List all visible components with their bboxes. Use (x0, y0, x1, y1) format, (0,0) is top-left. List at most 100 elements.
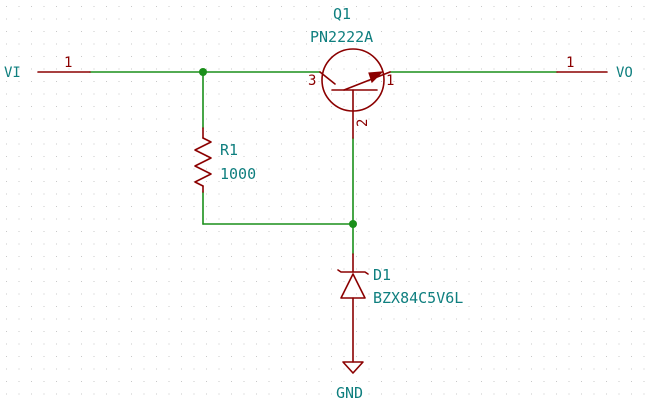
grid-dot (281, 281, 282, 282)
grid-dot (643, 231, 645, 232)
grid-dot (356, 256, 357, 257)
grid-dot (43, 131, 45, 132)
grid-dot (256, 393, 257, 395)
grid-dot (231, 306, 232, 307)
grid-dot (193, 243, 195, 245)
grid-dot (618, 181, 620, 182)
grid-dot (18, 143, 20, 145)
grid-dot (531, 43, 532, 45)
grid-dot (506, 318, 507, 320)
grid-dot (193, 306, 195, 307)
grid-dot (93, 393, 95, 395)
grid-dot (256, 18, 257, 20)
grid-dot (93, 156, 95, 157)
grid-dot (31, 81, 32, 82)
grid-dot (556, 368, 557, 370)
grid-dot (631, 243, 632, 245)
grid-dot (456, 331, 457, 332)
grid-dot (543, 93, 545, 95)
grid-dot (168, 181, 170, 182)
grid-dot (43, 168, 45, 170)
grid-dot (81, 93, 82, 95)
grid-dot (543, 281, 545, 282)
grid-dot (293, 331, 295, 332)
grid-dot (381, 306, 382, 307)
grid-dot (18, 106, 20, 107)
grid-dot (331, 256, 332, 257)
grid-dot (231, 381, 232, 382)
grid-dot (468, 181, 470, 182)
grid-dot (381, 6, 382, 7)
grid-dot (556, 306, 557, 307)
grid-dot (318, 256, 320, 257)
grid-dot (293, 281, 295, 282)
grid-dot (318, 356, 320, 357)
grid-dot (318, 81, 320, 82)
grid-dot (556, 31, 557, 32)
grid-dot (181, 156, 182, 157)
grid-dot (268, 118, 270, 120)
grid-dot (393, 18, 395, 20)
grid-dot (431, 56, 432, 57)
grid-dot (493, 106, 495, 107)
grid-dot (431, 143, 432, 145)
grid-dot (68, 131, 70, 132)
grid-dot (268, 268, 270, 270)
grid-dot (593, 218, 595, 220)
grid-dot (31, 281, 32, 282)
grid-dot (56, 381, 57, 382)
grid-dot (481, 118, 482, 120)
grid-dot (368, 143, 370, 145)
grid-dot (318, 18, 320, 20)
grid-dot (518, 93, 520, 95)
grid-dot (456, 381, 457, 382)
grid-dot (306, 156, 307, 157)
grid-dot (581, 143, 582, 145)
grid-dot (356, 143, 357, 145)
grid-dot (506, 381, 507, 382)
grid-dot (318, 131, 320, 132)
grid-dot (118, 81, 120, 82)
grid-dot (381, 81, 382, 82)
grid-dot (218, 218, 220, 220)
grid-dot (31, 356, 32, 357)
grid-dot (156, 118, 157, 120)
grid-dot (118, 43, 120, 45)
grid-dot (468, 93, 470, 95)
grid-dot (231, 56, 232, 57)
grid-dot (68, 168, 70, 170)
grid-dot (506, 356, 507, 357)
grid-dot (106, 68, 107, 70)
grid-dot (518, 306, 520, 307)
grid-dot (593, 356, 595, 357)
grid-dot (431, 293, 432, 295)
grid-dot (606, 293, 607, 295)
grid-dot (131, 343, 132, 345)
grid-dot (506, 168, 507, 170)
grid-dot (343, 118, 345, 120)
grid-dot (381, 243, 382, 245)
grid-dot (306, 6, 307, 7)
grid-dot (381, 218, 382, 220)
grid-dot (93, 306, 95, 307)
grid-dot (231, 318, 232, 320)
grid-dot (143, 318, 145, 320)
grid-dot (393, 268, 395, 270)
grid-dot (306, 43, 307, 45)
grid-dot (431, 106, 432, 107)
grid-dot (593, 6, 595, 7)
grid-dot (256, 6, 257, 7)
grid-dot (56, 6, 57, 7)
grid-dot (193, 281, 195, 282)
grid-dot (156, 43, 157, 45)
grid-dot (356, 168, 357, 170)
grid-dot (443, 18, 445, 20)
grid-dot (268, 43, 270, 45)
grid-dot (531, 131, 532, 132)
grid-dot (393, 6, 395, 7)
grid-dot (6, 268, 7, 270)
grid-dot (68, 218, 70, 220)
grid-dot (168, 106, 170, 107)
grid-dot (631, 381, 632, 382)
